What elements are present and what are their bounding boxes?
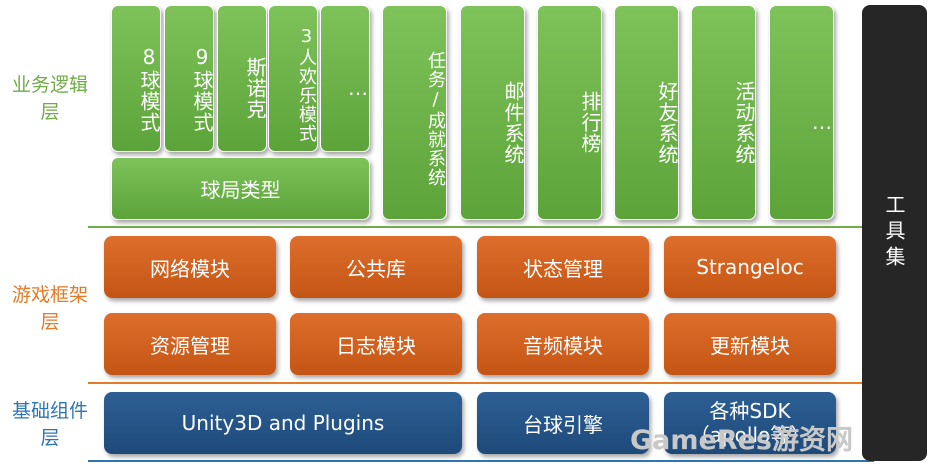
system-box-task: 任务/成就系统 [382, 5, 447, 220]
base-unity3d: Unity3D and Plugins [104, 392, 462, 454]
toolset-bar: 工具集 [862, 5, 927, 461]
system-box-friends: 好友系统 [614, 5, 679, 220]
fw-log: 日志模块 [290, 313, 462, 375]
divider-framework [88, 382, 874, 384]
mode-box-more: … [320, 5, 370, 152]
base-billiards-engine: 台球引擎 [477, 392, 649, 454]
base-sdk: 各种SDK （apollo等） [664, 392, 836, 454]
system-box-mail: 邮件系统 [460, 5, 525, 220]
layer-label-business: 业务逻辑层 [11, 74, 88, 123]
fw-update: 更新模块 [664, 313, 836, 375]
system-box-activity: 活动系统 [691, 5, 756, 220]
watermark: GameRes游资网 [630, 425, 854, 456]
mode-box-3player: 3人欢乐模式 [268, 5, 318, 152]
divider-base [88, 460, 874, 462]
system-box-ranking: 排行榜 [537, 5, 602, 220]
mode-box-9ball: 9球模式 [164, 5, 214, 152]
fw-state-mgmt: 状态管理 [477, 236, 649, 298]
fw-strangeloc: Strangeloc [664, 236, 836, 298]
layer-label-base: 基础组件层 [11, 400, 88, 449]
system-box-more: … [769, 5, 834, 220]
layer-label-framework: 游戏框架层 [11, 284, 88, 333]
divider-business [88, 226, 874, 228]
match-type-box: 球局类型 [111, 157, 370, 220]
mode-box-snooker: 斯诺克 [217, 5, 267, 152]
fw-network: 网络模块 [104, 236, 276, 298]
mode-box-8ball: 8球模式 [111, 5, 161, 152]
fw-common-lib: 公共库 [290, 236, 462, 298]
fw-audio: 音频模块 [477, 313, 649, 375]
fw-resource-mgmt: 资源管理 [104, 313, 276, 375]
